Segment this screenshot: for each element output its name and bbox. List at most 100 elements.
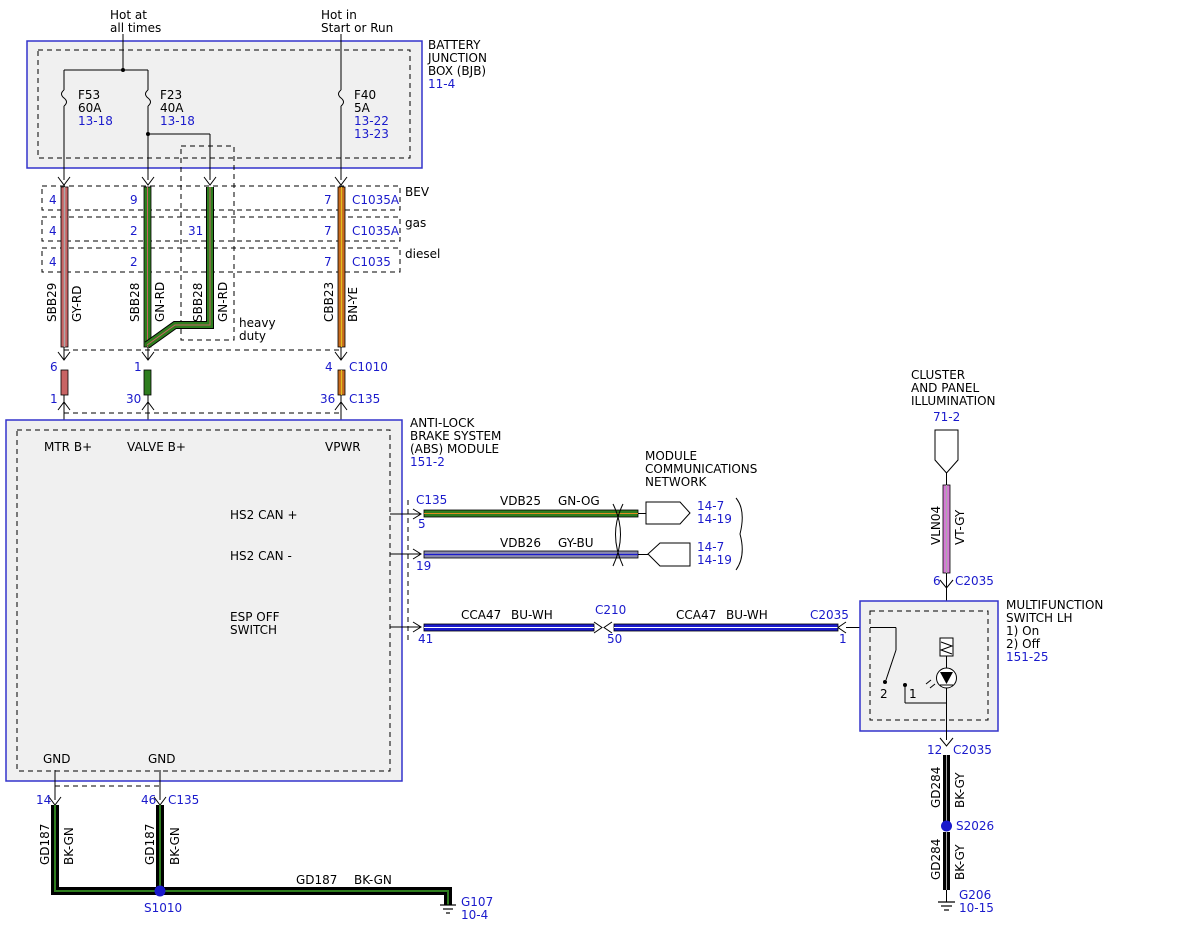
abs-esp-switch: SWITCH	[230, 623, 277, 637]
ground-left-pin-46: 46	[141, 793, 156, 807]
hot-at-all-times-label: Hot at	[110, 8, 147, 22]
can-plus-ref-2[interactable]: 14-19	[697, 512, 732, 526]
fuse-f23-name: F23	[160, 88, 182, 102]
abs-esp-off: ESP OFF	[230, 610, 280, 624]
hot-at-all-times-label-2: all times	[110, 21, 161, 35]
bjb-title-2: JUNCTION	[427, 51, 487, 65]
variant-label-bev: BEV	[405, 185, 430, 199]
mfs-title: MULTIFUNCTION	[1006, 598, 1103, 612]
network-endpoint-plus[interactable]	[645, 501, 691, 525]
bracket-icon	[735, 497, 743, 571]
network-endpoint-minus[interactable]	[647, 542, 691, 567]
switch-blade-icon	[885, 649, 897, 681]
ground-g206-ref[interactable]: 10-15	[959, 901, 994, 915]
network-title-2: COMMUNICATIONS	[645, 462, 757, 476]
esp-color-2: BU-WH	[726, 608, 768, 622]
ground-left-connector[interactable]: C135	[168, 793, 199, 807]
gas-pin-1: 4	[49, 224, 57, 238]
gas-connector[interactable]: C1035A	[352, 224, 400, 238]
abs-title-3: (ABS) MODULE	[410, 442, 499, 456]
can-minus-ref-1[interactable]: 14-7	[697, 540, 724, 554]
abs-pin-valve-b: VALVE B+	[127, 440, 186, 454]
hot-in-run-label: Hot in	[321, 8, 357, 22]
c135-connector-top[interactable]: C135	[349, 392, 380, 406]
mfs-option-2: 2) Off	[1006, 637, 1041, 651]
c210-connector[interactable]: C210	[595, 603, 626, 617]
gd187-circuit-2: GD187	[143, 824, 157, 865]
fuse-f53-ref[interactable]: 13-18	[78, 114, 113, 128]
diesel-connector[interactable]: C1035	[352, 255, 391, 269]
gd187-color-3: BK-GN	[354, 873, 392, 887]
c1010-pin-1: 6	[50, 360, 58, 374]
can-plus-color: GN-OG	[558, 494, 600, 508]
cluster-endpoint[interactable]	[934, 429, 959, 474]
ground-g107[interactable]: G107	[461, 895, 493, 909]
mfs-pos-1: 1	[909, 687, 917, 701]
fuse-f40-rating: 5A	[354, 101, 371, 115]
can-minus-color: GY-BU	[558, 536, 594, 550]
ground-right-pin: 12	[927, 743, 942, 757]
abs-hs2-can-minus: HS2 CAN -	[230, 549, 292, 563]
can-minus-pin: 19	[416, 559, 431, 573]
gas-pin-3: 31	[188, 224, 203, 238]
bev-connector[interactable]: C1035A	[352, 193, 400, 207]
vln04-circuit: VLN04	[929, 506, 943, 545]
fuse-f53-icon	[61, 89, 67, 107]
fuse-f23-ref[interactable]: 13-18	[160, 114, 195, 128]
ground-right-connector[interactable]: C2035	[953, 743, 992, 757]
c210-pin: 50	[607, 632, 622, 646]
splice-s2026[interactable]: S2026	[956, 819, 994, 833]
splice-s1010[interactable]: S1010	[144, 901, 182, 915]
ground-g107-ref[interactable]: 10-4	[461, 908, 488, 922]
variant-row-bev	[41, 185, 401, 211]
can-minus-ref-2[interactable]: 14-19	[697, 553, 732, 567]
fuse-f53-name: F53	[78, 88, 100, 102]
fuse-f23-icon	[145, 89, 151, 107]
c1010-connector[interactable]: C1010	[349, 360, 388, 374]
cluster-title-3: ILLUMINATION	[911, 394, 996, 408]
fuse-f40-icon	[338, 89, 344, 107]
wire-sbb29-color: GY-RD	[70, 285, 84, 322]
mfs-title-2: SWITCH LH	[1006, 611, 1073, 625]
diesel-pin-3: 7	[324, 255, 332, 269]
abs-ref[interactable]: 151-2	[410, 455, 445, 469]
esp-color-1: BU-WH	[511, 608, 553, 622]
cluster-title: CLUSTER	[911, 368, 965, 382]
wire-sbb28-heavy-color: GN-RD	[216, 282, 230, 322]
diesel-pin-2: 2	[130, 255, 138, 269]
esp-pin: 41	[418, 632, 433, 646]
gd187-circuit-1: GD187	[38, 824, 52, 865]
gd284-color-1: BK-GY	[953, 772, 967, 808]
abs-pin-vpwr: VPWR	[325, 440, 361, 454]
can-minus-circuit: VDB26	[500, 536, 541, 550]
gd187-color-2: BK-GN	[168, 827, 182, 865]
fuse-f53-rating: 60A	[78, 101, 102, 115]
network-title-3: NETWORK	[645, 475, 708, 489]
bjb-inner	[37, 49, 411, 159]
c2035-connector-esp[interactable]: C2035	[810, 608, 849, 622]
gd187-circuit-3: GD187	[296, 873, 337, 887]
ground-g206[interactable]: G206	[959, 888, 991, 902]
cluster-connector[interactable]: C2035	[955, 574, 994, 588]
fuse-f40-ref-2[interactable]: 13-23	[354, 127, 389, 141]
bev-pin-2: 9	[130, 193, 138, 207]
bjb-ref[interactable]: 11-4	[428, 77, 455, 91]
fuse-f40-name: F40	[354, 88, 376, 102]
abs-gnd-1: GND	[43, 752, 71, 766]
network-title: MODULE	[645, 449, 697, 463]
mfs-ref[interactable]: 151-25	[1006, 650, 1049, 664]
can-plus-ref-1[interactable]: 14-7	[697, 499, 724, 513]
c135-pin-1: 1	[50, 392, 58, 406]
abs-title: ANTI-LOCK	[410, 416, 475, 430]
wire-sbb29-circuit: SBB29	[45, 283, 59, 322]
abs-title-2: BRAKE SYSTEM	[410, 429, 501, 443]
fuse-f40-ref-1[interactable]: 13-22	[354, 114, 389, 128]
gas-pin-2: 2	[130, 224, 138, 238]
cluster-ref[interactable]: 71-2	[933, 410, 960, 424]
ground-left-pin-14: 14	[36, 793, 51, 807]
abs-module-inner	[16, 429, 391, 772]
network-c135[interactable]: C135	[416, 493, 447, 507]
wire-cbb23-circuit: CBB23	[322, 282, 336, 322]
wire-sbb28-heavy-circuit: SBB28	[191, 283, 205, 322]
wire-sbb28-circuit: SBB28	[128, 283, 142, 322]
